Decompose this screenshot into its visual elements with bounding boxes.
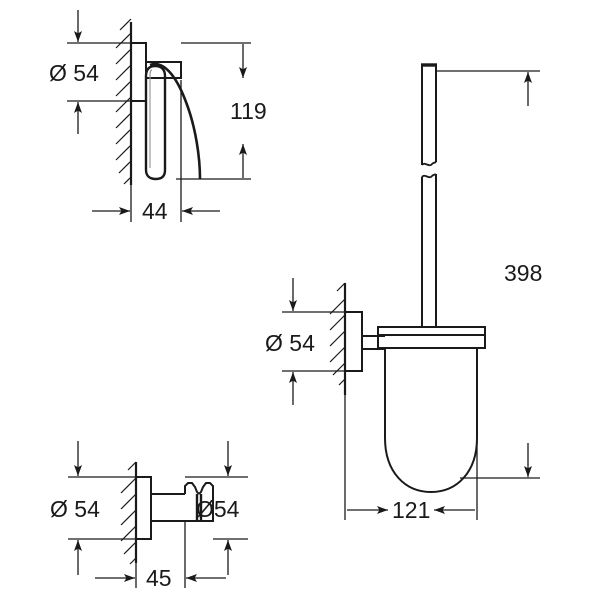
brush-mounting-plate <box>345 311 363 372</box>
dimension-brush-diameter: Ø 54 <box>265 278 345 405</box>
dimension-hook-depth: 45 <box>95 521 226 591</box>
holder-arm <box>146 61 182 79</box>
wall-hatching <box>115 18 132 185</box>
dim-label-hook-depth: 45 <box>146 565 172 591</box>
dim-label-brush-depth: 121 <box>392 497 430 523</box>
dim-label-brush-height: 398 <box>504 260 542 286</box>
hook-body <box>151 482 214 522</box>
wall-hatching <box>120 461 137 565</box>
dimension-tph-height: 119 <box>176 42 267 180</box>
dimension-hook-diameter-left: Ø 54 <box>50 441 136 575</box>
brush-holder-collar <box>377 326 486 349</box>
dimension-tph-depth: 44 <box>92 80 220 224</box>
brush-handle <box>421 63 437 327</box>
dimension-tph-diameter: Ø 54 <box>49 10 131 134</box>
dimension-hook-diameter-right: Ø54 <box>185 441 248 575</box>
brush-glass-container <box>384 348 478 494</box>
paper-bar <box>144 64 167 181</box>
hook-mounting-plate <box>136 476 152 540</box>
dim-label-tph-height: 119 <box>230 98 267 124</box>
paper-cover-curve <box>149 62 202 180</box>
view-toilet-paper-holder: Ø 54 119 44 <box>49 10 267 224</box>
dim-label-hook-diameter-left: Ø 54 <box>50 496 100 522</box>
dim-label-brush-diameter: Ø 54 <box>265 330 315 356</box>
dim-label-hook-diameter-right: Ø54 <box>196 496 240 522</box>
dimension-brush-height: 398 <box>436 70 542 479</box>
dim-label-tph-diameter: Ø 54 <box>49 60 99 86</box>
dim-label-tph-depth: 44 <box>142 198 168 224</box>
view-robe-hook: Ø 54 Ø54 45 <box>50 441 248 591</box>
wall-hatching <box>329 282 346 386</box>
view-toilet-brush-set: Ø 54 398 121 <box>265 63 542 523</box>
dimension-brush-depth: 121 <box>344 395 478 523</box>
